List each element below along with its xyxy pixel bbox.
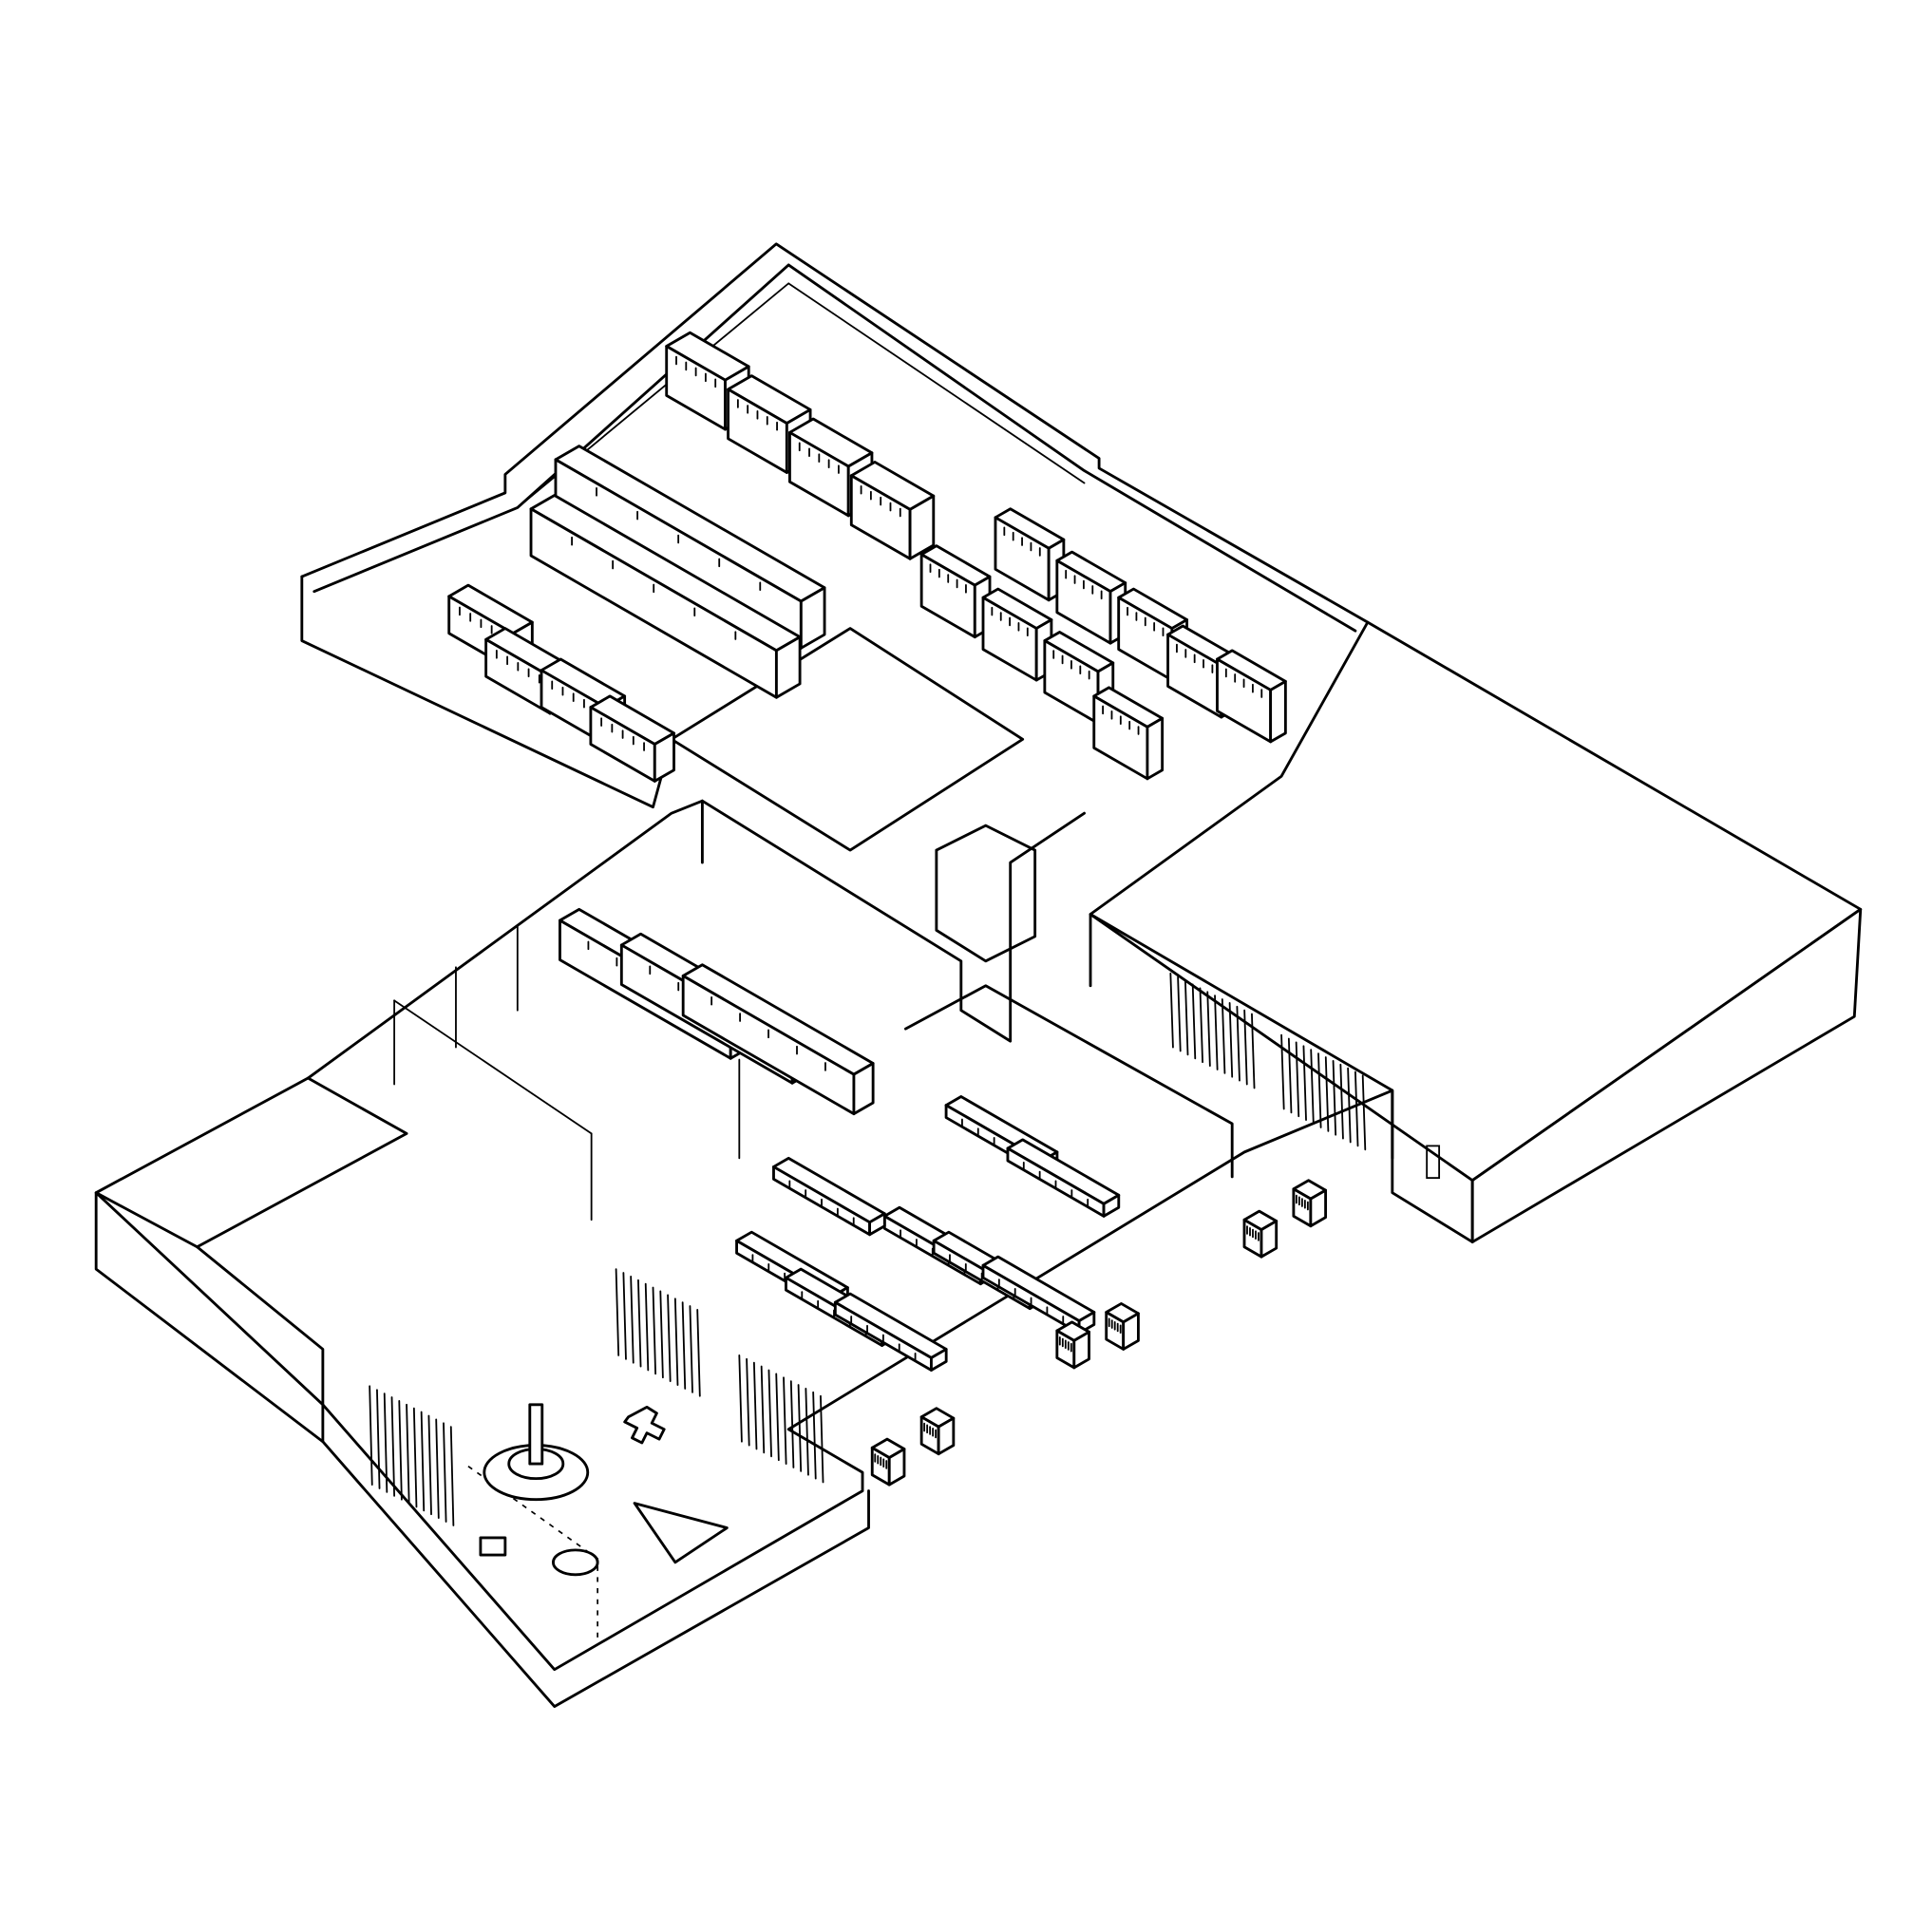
curtain — [369, 1385, 455, 1526]
locker-side — [1146, 716, 1165, 781]
desk — [833, 1292, 948, 1372]
desk-side — [930, 1348, 948, 1372]
planter — [919, 1407, 956, 1456]
desk-side — [868, 1212, 886, 1237]
small-shelf — [589, 694, 675, 783]
central-wing-west-wall — [306, 799, 704, 1080]
planter — [1105, 1302, 1140, 1351]
central-wing-corridor — [700, 799, 1086, 1043]
shelving-units — [447, 331, 936, 1116]
long-shelf-side — [774, 635, 802, 699]
planter — [1292, 1179, 1328, 1228]
reading-shelf — [681, 963, 875, 1116]
curtain — [1169, 972, 1256, 1089]
shelf-unit — [849, 461, 936, 560]
curtains — [369, 972, 1367, 1526]
central-wing — [306, 799, 1234, 1222]
fountain-column — [528, 1403, 544, 1466]
study-desks — [735, 1095, 1121, 1372]
plaza-boundary — [321, 1089, 1394, 1672]
partition-walls — [393, 999, 593, 1135]
locker — [1216, 649, 1287, 744]
desk-side — [1102, 1193, 1121, 1218]
planter-side — [1122, 1312, 1140, 1351]
curtain — [615, 1268, 701, 1397]
long-shelf — [529, 494, 802, 699]
north-wing-outer-wall — [300, 242, 1370, 624]
room-partitions — [393, 925, 741, 1222]
north-wing — [300, 242, 1370, 852]
planter-side — [887, 1448, 906, 1487]
bench-block — [479, 1536, 507, 1557]
planter-side — [1309, 1188, 1328, 1228]
locker — [994, 507, 1066, 602]
curtain — [738, 1354, 824, 1484]
planter — [1055, 1320, 1090, 1370]
round-seat — [552, 1548, 599, 1577]
locker-units — [919, 507, 1287, 781]
reading-shelf-side — [852, 1062, 875, 1116]
west-block-top — [94, 1076, 408, 1249]
long-shelf-side — [799, 586, 826, 650]
desk — [772, 1156, 886, 1237]
planter — [870, 1437, 906, 1487]
desk — [1006, 1138, 1121, 1218]
corridor-block — [935, 824, 1037, 963]
plaza — [321, 972, 1394, 1709]
triangle-sculpture — [633, 1502, 729, 1564]
cross-sculpture — [623, 1405, 666, 1445]
planter-side — [1072, 1330, 1090, 1370]
north-wing-inner-wall — [313, 263, 1357, 633]
small-shelf-side — [653, 731, 675, 783]
curtain — [1280, 1033, 1367, 1151]
outdoor-planters — [870, 1179, 1328, 1487]
planter-side — [937, 1416, 956, 1456]
north-wall-shelving-line — [516, 282, 1086, 509]
west-block-ridge — [196, 1245, 325, 1407]
plaza-base — [321, 1440, 870, 1709]
courtyard-wall — [904, 984, 1234, 1179]
door-icon — [1426, 1145, 1441, 1180]
planter-side — [1260, 1220, 1279, 1259]
planter — [1242, 1209, 1279, 1259]
shelf-unit-side — [908, 494, 936, 560]
locker-side — [1269, 679, 1287, 744]
locker — [1092, 686, 1165, 781]
